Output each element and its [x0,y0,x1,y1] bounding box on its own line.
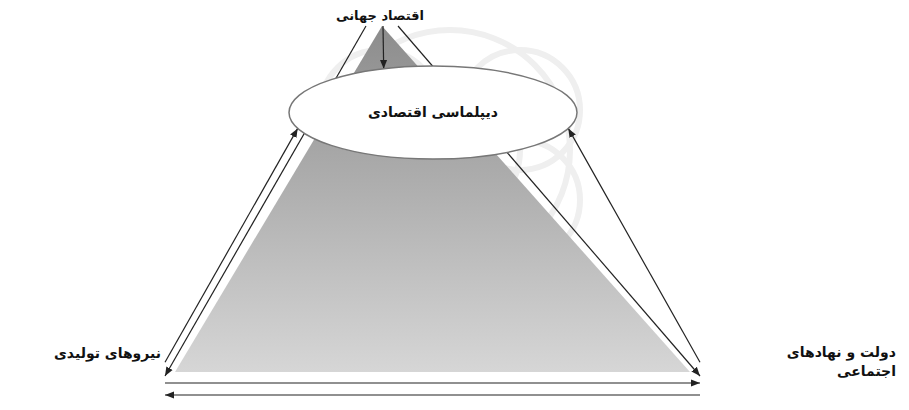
center-ellipse: دیپلماسی اقتصادی [288,65,578,160]
vertex-label: نیروهای تولیدی [15,340,165,402]
arrow [165,394,700,395]
ellipse-label: دیپلماسی اقتصادی [368,103,498,122]
triangle [175,26,690,372]
arrow [165,128,298,362]
ellipse-shape [289,66,577,159]
vertex-label: دولت و نهادهای اجتماعی [700,340,900,402]
arrow [165,382,700,383]
vertex-text: دولت و نهادهای اجتماعی [746,343,896,381]
vertex-text: اقتصاد جهانی [336,7,424,25]
vertex-text: نیروهای تولیدی [54,344,161,363]
vertex-label: اقتصاد جهانی [320,2,440,26]
arrow [382,26,384,69]
